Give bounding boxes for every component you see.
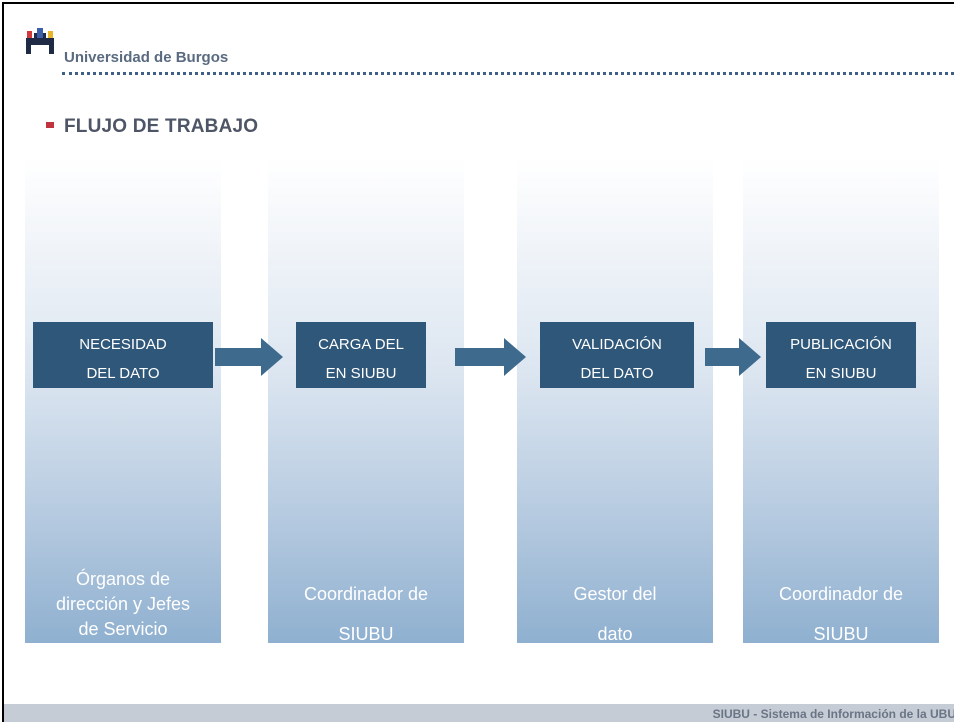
footer-bar: SIUBU - Sistema de Información de la UBU bbox=[4, 704, 954, 722]
workflow-column-3 bbox=[517, 158, 713, 643]
workflow-role-3-line1: Gestor del bbox=[573, 584, 657, 604]
arrow-right-icon bbox=[705, 338, 761, 376]
workflow-step-2-line1: CARGA DEL bbox=[318, 336, 404, 353]
workflow-step-1-line2: DEL DATO bbox=[86, 365, 160, 382]
workflow-step-2: CARGA DEL EN SIUBU bbox=[296, 322, 426, 388]
workflow-role-3-line2: dato bbox=[597, 624, 633, 644]
header-divider bbox=[62, 72, 954, 75]
workflow-role-1: Órganos de dirección y Jefes de Servicio bbox=[25, 567, 221, 642]
workflow-step-3-line1: VALIDACIÓN bbox=[572, 336, 662, 353]
workflow-role-4: Coordinador de SIUBU bbox=[743, 574, 939, 654]
workflow-column-4 bbox=[743, 158, 939, 643]
workflow-step-2-line2: EN SIUBU bbox=[325, 365, 397, 382]
workflow-step-1-line1: NECESIDAD bbox=[79, 336, 167, 353]
workflow-step-4-line2: EN SIUBU bbox=[805, 365, 877, 382]
university-crest-icon bbox=[26, 28, 54, 54]
workflow-column-2 bbox=[268, 158, 464, 643]
workflow-role-3: Gestor del dato bbox=[517, 574, 713, 654]
workflow-role-4-line1: Coordinador de bbox=[778, 584, 904, 604]
arrow-right-icon bbox=[455, 338, 526, 376]
workflow-role-2-line2: SIUBU bbox=[338, 624, 394, 644]
workflow-step-1: NECESIDAD DEL DATO bbox=[33, 322, 213, 388]
arrow-right-icon bbox=[215, 338, 283, 376]
workflow-role-1-line2: dirección y Jefes bbox=[55, 594, 191, 614]
workflow-step-3: VALIDACIÓN DEL DATO bbox=[540, 322, 694, 388]
section-title-text: FLUJO DE TRABAJO bbox=[64, 116, 259, 137]
workflow-role-1-line3: de Servicio bbox=[78, 619, 168, 639]
workflow-role-2-line1: Coordinador de bbox=[303, 584, 429, 604]
footer-text: SIUBU - Sistema de Información de la UBU bbox=[712, 707, 954, 721]
workflow-step-4-line1: PUBLICACIÓN bbox=[790, 336, 892, 353]
section-title: FLUJO DE TRABAJO bbox=[46, 116, 258, 138]
university-title: Universidad de Burgos bbox=[64, 49, 229, 66]
bullet-icon bbox=[46, 121, 54, 128]
workflow-step-4: PUBLICACIÓN EN SIUBU bbox=[766, 322, 916, 388]
workflow-column-1 bbox=[25, 158, 221, 643]
workflow-role-4-line2: SIUBU bbox=[813, 624, 869, 644]
workflow-step-3-line2: DEL DATO bbox=[580, 365, 654, 382]
workflow-role-2: Coordinador de SIUBU bbox=[268, 574, 464, 654]
workflow-role-1-line1: Órganos de bbox=[75, 569, 171, 589]
